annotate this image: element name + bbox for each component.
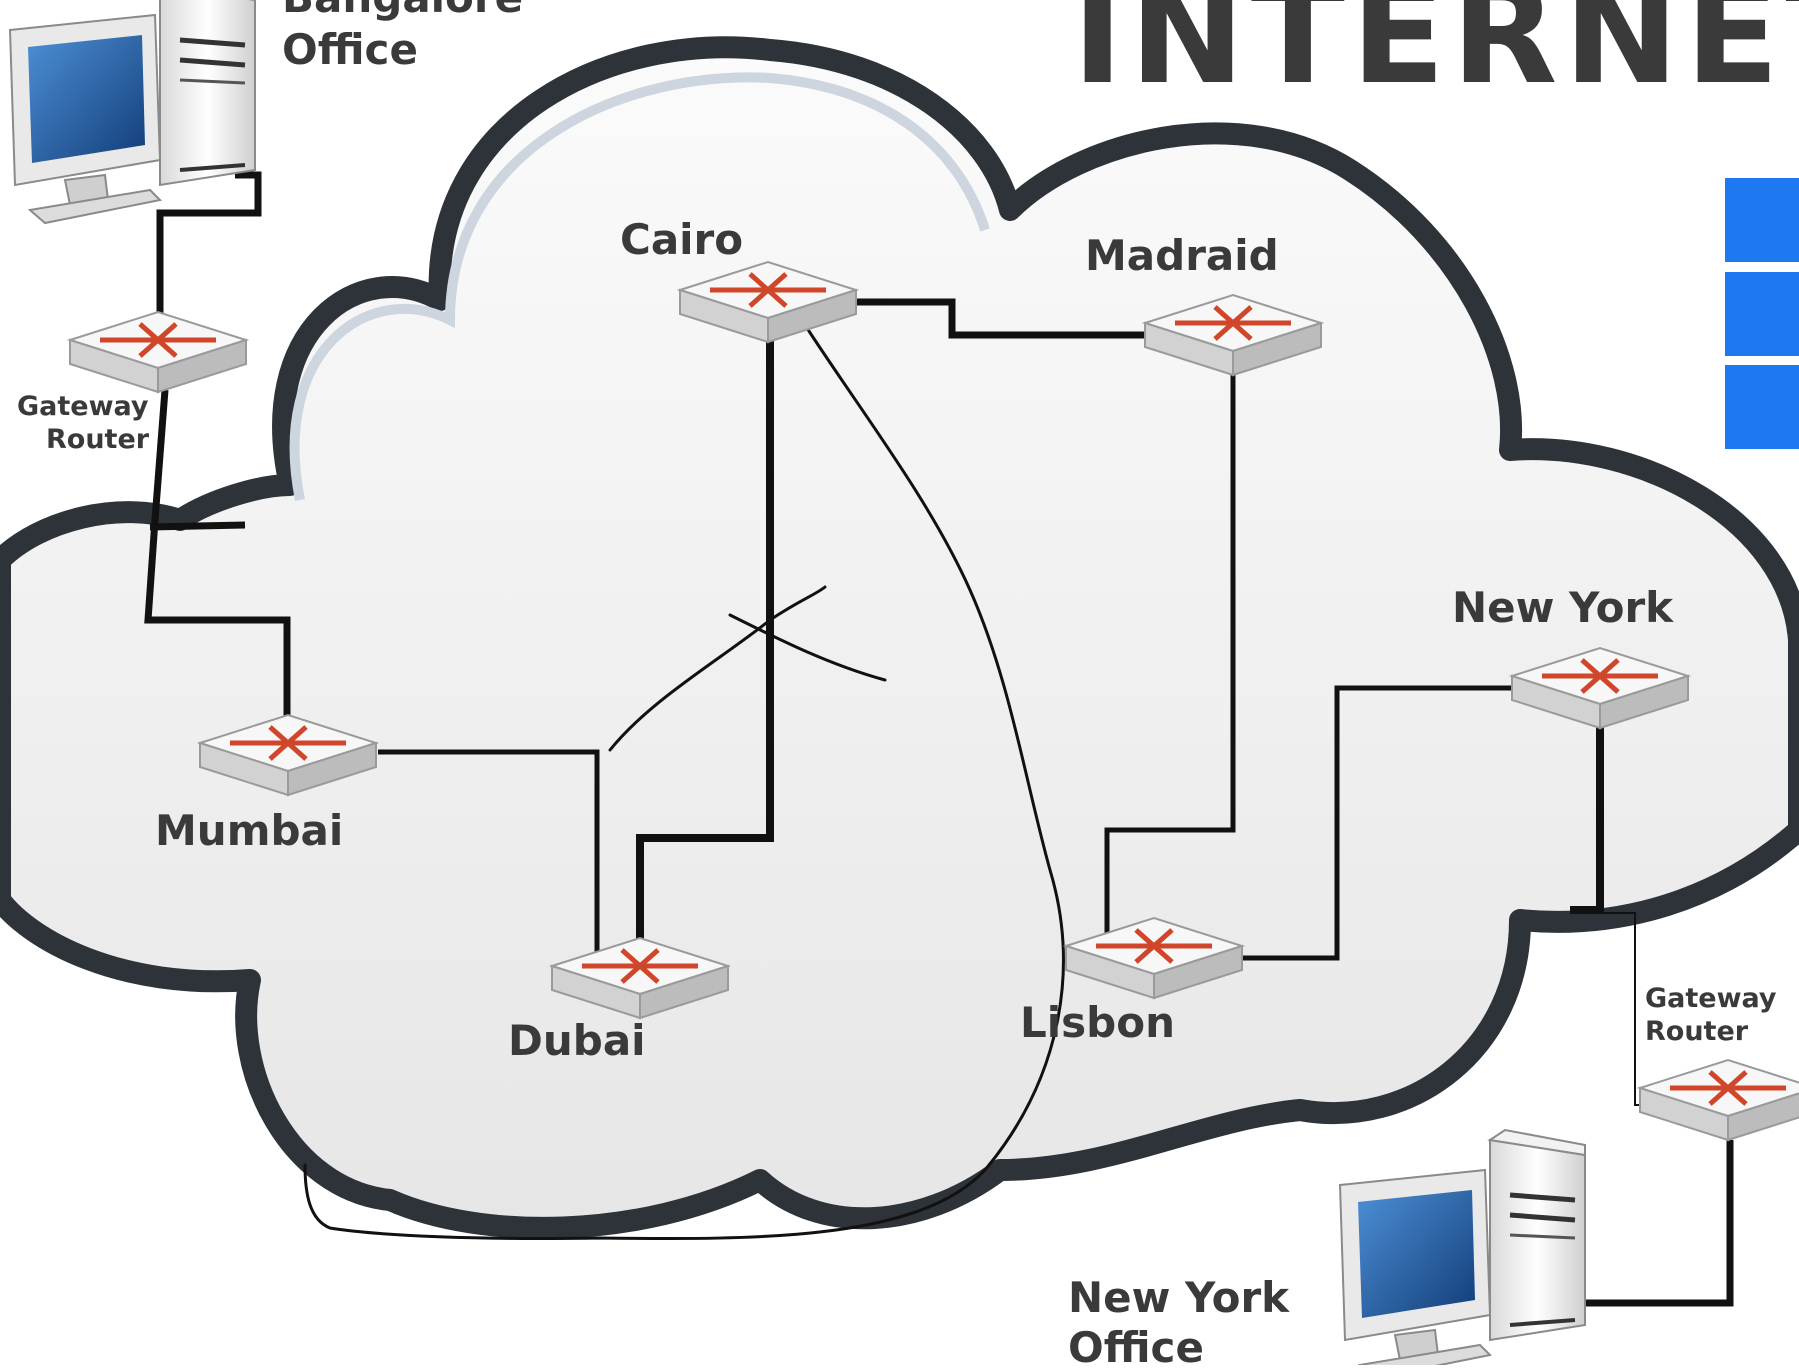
accent-bar-1 [1725,178,1799,262]
label-lisbon: Lisbon [1020,998,1175,1047]
link-gateway-newyork-pc [1578,1140,1734,1307]
label-bangalore-office-line1: Bangalore [282,0,523,22]
link-cairo-madraid [855,298,1148,339]
link-newyork-gateway [1570,722,1604,914]
diagram-title: INTERNET [1072,0,1799,115]
link-mumbai-dubai [378,749,600,960]
label-new-york: New York [1452,583,1674,632]
label-gateway-right-line2: Router [1645,1016,1749,1047]
link-gateway-mumbai [144,389,291,720]
label-bangalore-office-line2: Office [282,25,418,74]
gateway-router-right-icon [1640,1060,1799,1140]
link-lisbon-newyork [1240,685,1514,961]
label-gateway-right-line1: Gateway [1645,983,1777,1014]
link-bangalore-pc-gateway [156,171,262,315]
link-cairo-dubai [636,335,774,960]
internet-cloud [0,36,1799,1239]
newyork-office-computer-icon [1340,1130,1585,1365]
link-madraid-lisbon [1104,370,1236,935]
cross-out-mark-2 [728,613,887,682]
bangalore-office-computer-icon [10,0,255,223]
label-newyork-office-line1: New York [1068,1273,1290,1322]
accent-bar-3 [1725,365,1799,449]
label-dubai: Dubai [508,1016,646,1065]
label-newyork-office-line2: Office [1068,1323,1204,1365]
cloud-inner-shading [289,72,990,501]
hand-drawn-route [303,323,1065,1241]
hand-drawn-annotations [303,323,1065,1241]
label-mumbai: Mumbai [155,806,343,855]
label-madraid: Madraid [1085,231,1279,280]
label-gateway-left-line2: Router [46,424,150,455]
gateway-router-left-icon [70,312,246,392]
cross-out-mark-1 [608,585,827,752]
network-links [144,171,1734,1307]
accent-bar-2 [1725,272,1799,356]
label-gateway-left-line1: Gateway [17,391,149,422]
label-cairo: Cairo [620,215,743,264]
